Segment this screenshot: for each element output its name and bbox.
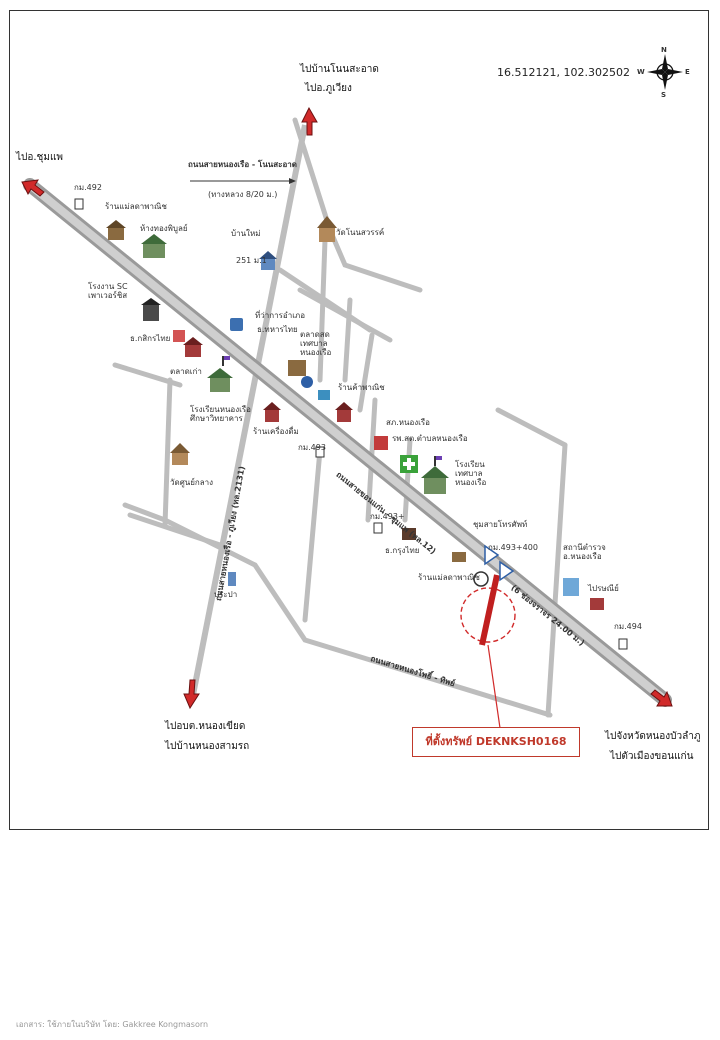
- place-label: ร้านค้าพาณิช: [338, 383, 385, 392]
- compass-e: E: [685, 68, 690, 76]
- school-icon: [421, 466, 449, 494]
- police-icon: [374, 436, 388, 450]
- km-label: กม.492: [74, 183, 102, 192]
- dest-north-1: ไปบ้านโนนสะอาด: [300, 64, 379, 75]
- temple-icon: [170, 443, 190, 465]
- shop-icon: [335, 402, 353, 422]
- place-label: ชุมสายโทรศัพท์: [473, 520, 528, 529]
- restaurant-icon: [106, 220, 126, 240]
- place-label: ธ.ทหารไทย: [257, 325, 298, 334]
- place-label: วัดโนนสวรรค์: [336, 228, 385, 237]
- compass-n: N: [661, 46, 667, 54]
- house-icon: [259, 251, 277, 270]
- property-parcel: [479, 574, 500, 646]
- flag-icon: [434, 456, 442, 466]
- shop-icon: [183, 337, 203, 357]
- km-label: กม.493: [298, 443, 326, 452]
- hospital-icon: [400, 455, 418, 473]
- shop-icon: [263, 402, 281, 422]
- place-label: ประปา: [214, 590, 238, 599]
- place-label: 251 ม.1: [236, 256, 267, 265]
- footer-text: เอกสาร: ใช้ภายในบริษัท โดย: Gakkree Kong…: [16, 1020, 209, 1029]
- dest-south-1: ไปอบต.หนองเขียด: [165, 721, 246, 732]
- property-circle: [460, 587, 516, 643]
- place-label: ตลาดสด เทศบาลหนองเรือ: [300, 330, 332, 358]
- bank-icon: [173, 330, 185, 342]
- property-pointer: [487, 644, 501, 729]
- arrow-northwest: [21, 179, 45, 197]
- property-label: ที่ตั้งทรัพย์ DEKNKSH0168: [412, 727, 580, 757]
- map-frame: [9, 10, 709, 830]
- place-label: ห้างทองพิบูลย์: [140, 224, 188, 233]
- dest-southeast-2: ไปตัวเมืองขอนแก่น: [610, 751, 694, 762]
- place-label: ธ.กสิกรไทย: [130, 334, 171, 343]
- dest-north-2: ไปอ.ภูเวียง: [305, 83, 352, 94]
- temple-icon: [141, 234, 167, 258]
- place-label: ที่ว่าการอำเภอ: [255, 311, 305, 320]
- local-road-2131: [189, 124, 308, 701]
- flag-icon: [222, 356, 230, 366]
- place-label: บ้านใหม่: [231, 229, 261, 238]
- temple-icon: [317, 216, 337, 242]
- km-marker-icon: [74, 198, 84, 210]
- bank-icon: [301, 376, 313, 388]
- place-label: ธ.กรุงไทย: [385, 546, 420, 555]
- place-label: วัดศูนย์กลาง: [170, 478, 214, 487]
- place-label: โรงงาน SC เพาเวอร์ชิส: [88, 282, 128, 301]
- bank-icon: [318, 390, 330, 400]
- km-marker-icon: [373, 522, 383, 534]
- place-label: ร้านเครื่องดื่ม: [253, 427, 299, 436]
- compass-w: W: [637, 68, 645, 76]
- bank-icon: [402, 528, 416, 540]
- office-icon: [230, 318, 243, 331]
- landmark-icons: [74, 198, 628, 650]
- compass-icon: [647, 54, 683, 90]
- place-label: โรงเรียนหนองเรือ ศึกษาวิทยาคาร: [190, 405, 251, 424]
- water-tower-icon: [228, 572, 236, 586]
- compass-s: S: [661, 91, 667, 99]
- place-label: สถานีตำรวจ อ.หนองเรือ: [563, 543, 606, 562]
- factory-icon: [141, 298, 161, 321]
- office-icon: [563, 578, 579, 596]
- place-label: รพ.สต.ตำบลหนองเรือ: [392, 434, 468, 443]
- arrow-southeast: [650, 689, 673, 707]
- place-label: ร้านแม่ลดาพาณิช: [418, 573, 480, 582]
- arrow-north: [301, 106, 318, 136]
- place-label: ตลาดเก่า: [170, 367, 202, 376]
- post-office-icon: [590, 598, 604, 610]
- km-label: กม.493+400: [488, 543, 538, 552]
- place-label: ร้านแม่ลดาพาณิช: [105, 202, 167, 211]
- km-marker-icon: [315, 446, 325, 458]
- place-label: โรงเรียน เทศบาลหนองเรือ: [455, 460, 487, 488]
- market-icon: [288, 360, 306, 376]
- sign-icon: [484, 544, 515, 582]
- rural-road: [292, 117, 423, 293]
- rural-road-label: ถนนสายหนองเรือ - โนนสะอาด: [188, 160, 297, 169]
- telecom-icon: [473, 571, 489, 587]
- km-label: กม.493+: [370, 512, 405, 521]
- place-label: ไปรษณีย์: [588, 584, 619, 593]
- restaurant-icon: [452, 552, 466, 562]
- rural-road-sub: (ทางหลวง 8/20 ม.): [208, 190, 278, 199]
- dest-northwest: ไปอ.ชุมแพ: [16, 152, 63, 163]
- km-label: กม.494: [614, 622, 642, 631]
- school-icon: [207, 368, 233, 392]
- place-label: สภ.หนองเรือ: [386, 418, 430, 427]
- arrow-south: [183, 679, 200, 710]
- minor-roads: [112, 117, 568, 718]
- dest-southeast-1: ไปจังหวัดหนองบัวลำภู: [605, 731, 701, 742]
- km-marker-icon: [618, 638, 628, 650]
- coordinates-label: 16.512121, 102.302502: [497, 66, 630, 79]
- dest-south-2: ไปบ้านหนองสามรถ: [165, 741, 250, 752]
